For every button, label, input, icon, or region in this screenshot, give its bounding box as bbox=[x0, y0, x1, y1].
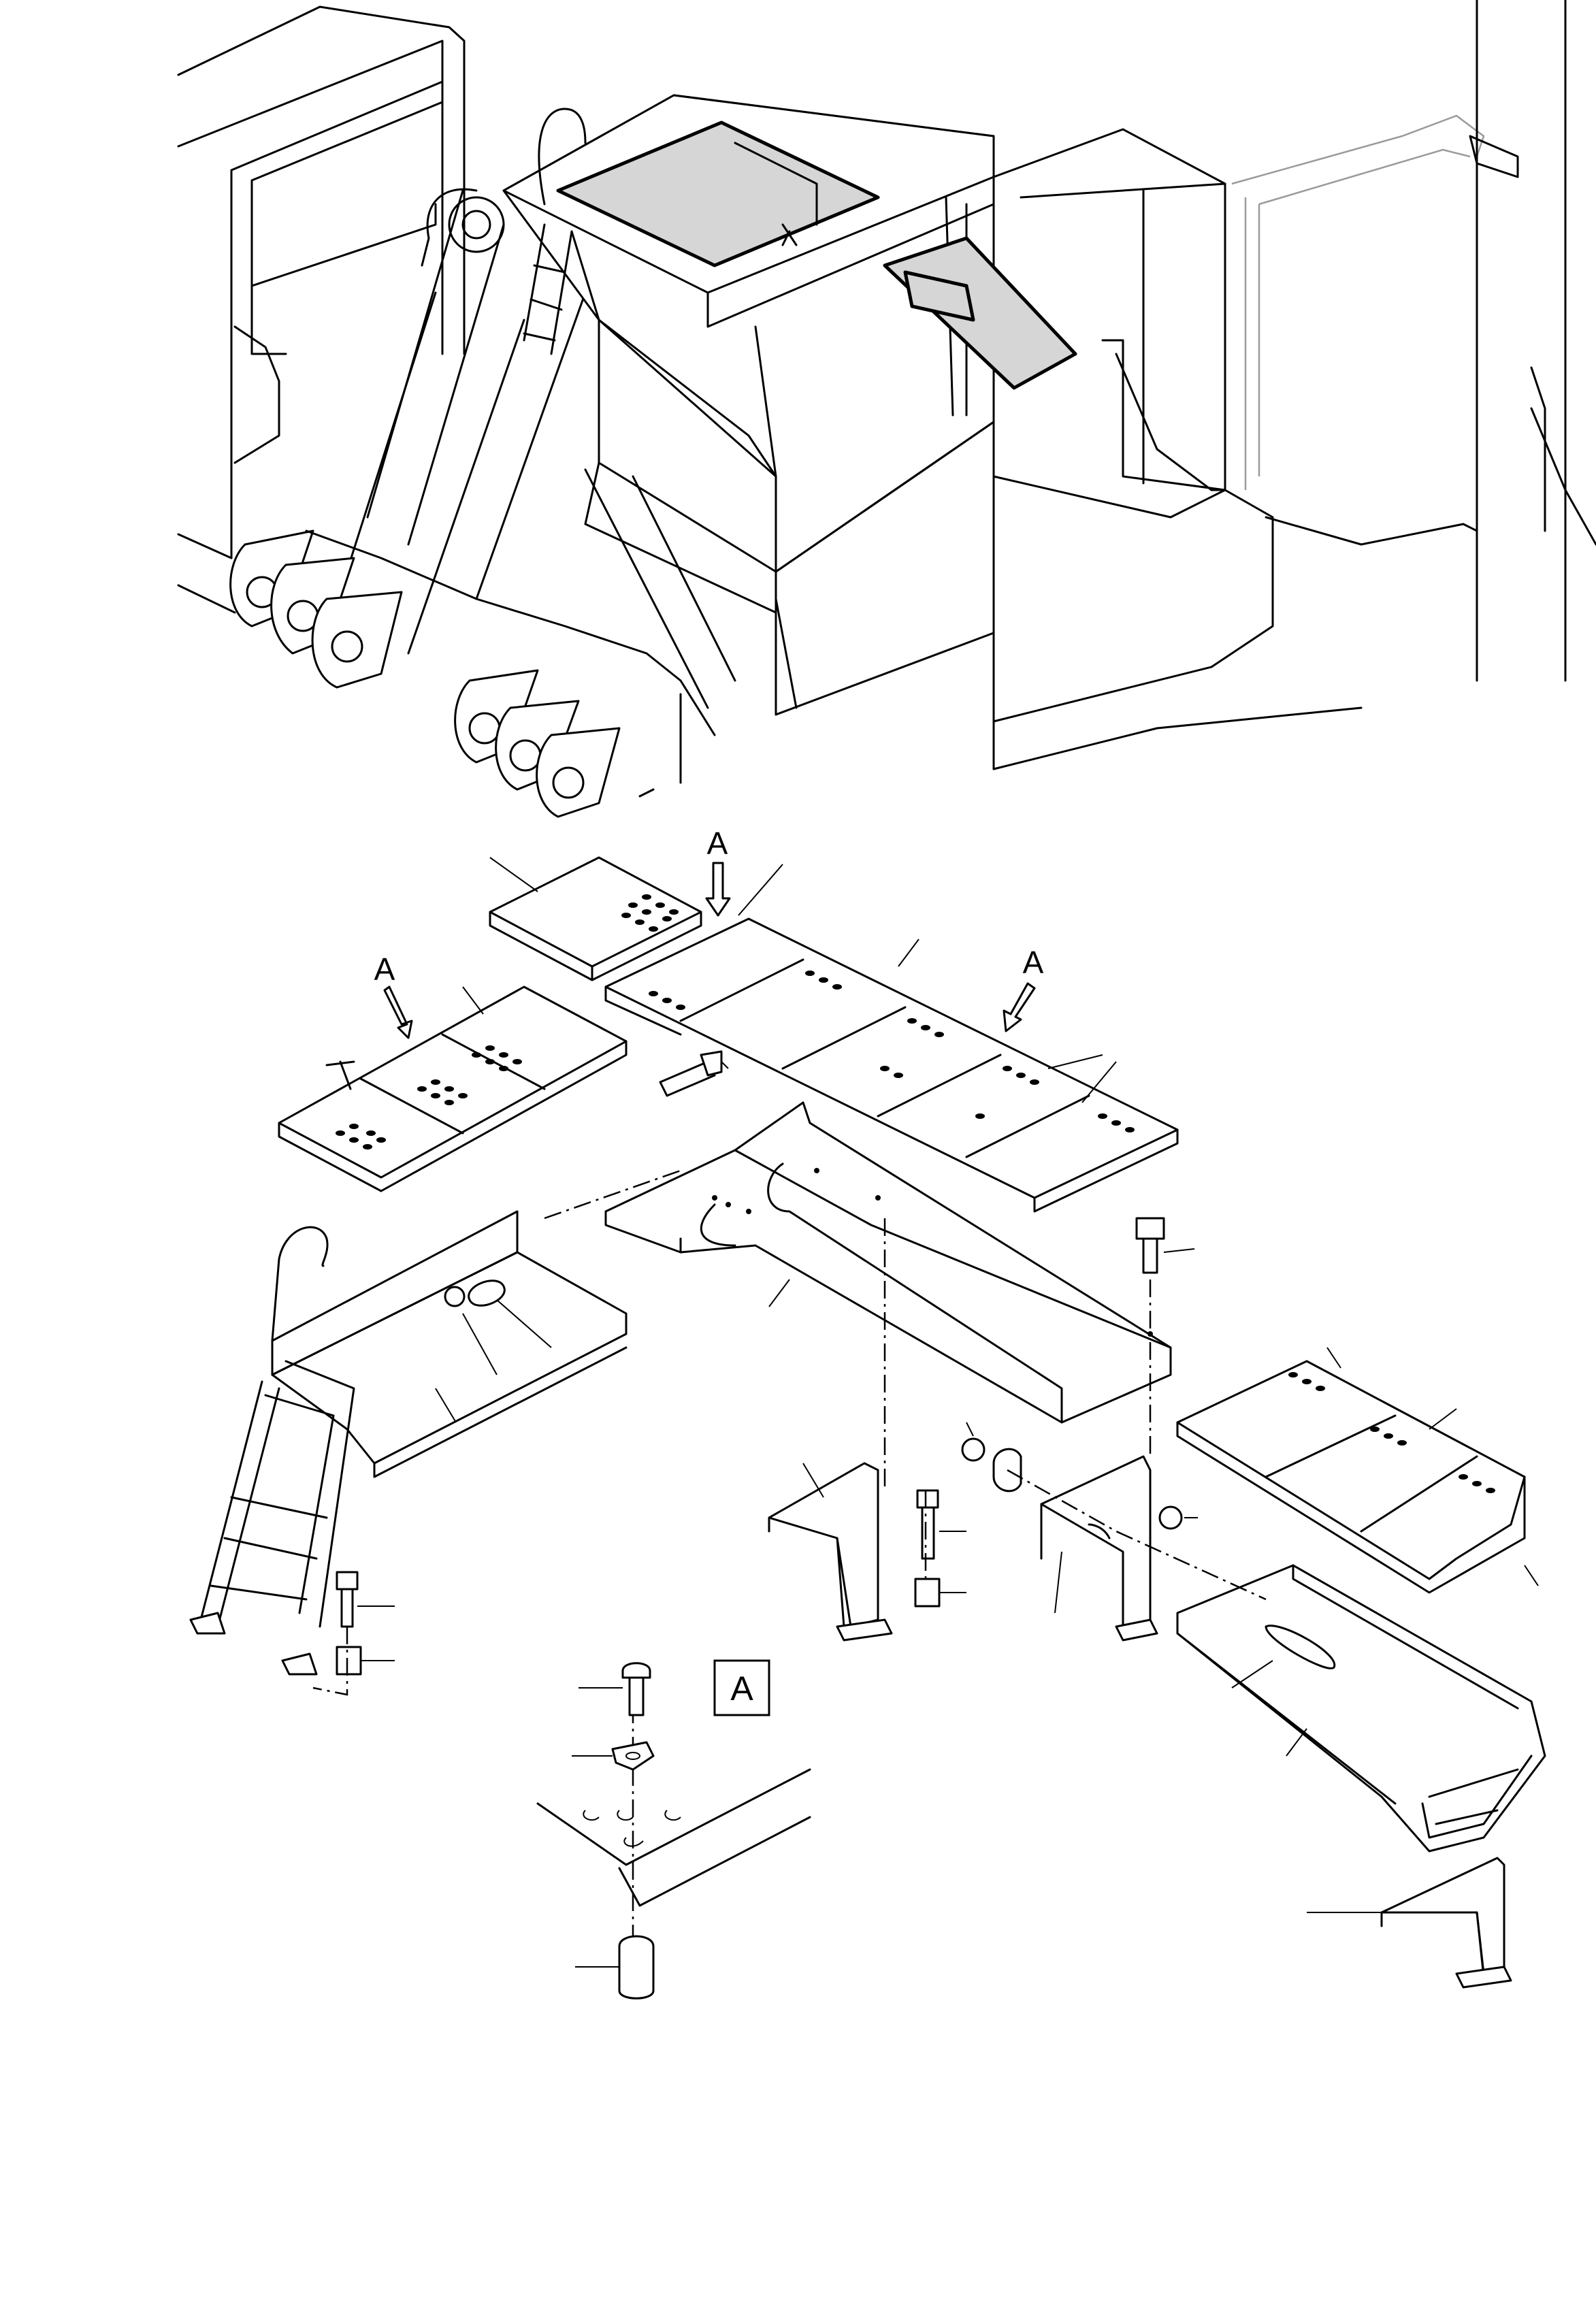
svg-text:A: A bbox=[374, 951, 395, 987]
view-marker-a-right: A bbox=[1003, 945, 1044, 1032]
pedestal-right bbox=[1040, 1455, 1158, 1642]
view-marker-a-left: A bbox=[374, 951, 413, 1039]
clevis-group-left bbox=[229, 529, 403, 689]
detail-a-fastening bbox=[536, 1662, 811, 2000]
grating-panel-center-long bbox=[604, 864, 1179, 1213]
bolt-top-center bbox=[659, 1050, 729, 1097]
perforation-pattern bbox=[621, 894, 679, 932]
step-platform-right bbox=[1176, 1564, 1546, 1853]
pedestal-far-right bbox=[1307, 1857, 1512, 1989]
clevis-group-right bbox=[454, 669, 621, 818]
ladder bbox=[189, 1226, 355, 1676]
svg-text:A: A bbox=[1023, 945, 1044, 980]
highlighted-walkway bbox=[556, 120, 1077, 390]
bolt-and-spacer-ladder bbox=[336, 1571, 395, 1676]
machine-overview bbox=[177, 0, 1596, 818]
bolt-and-spacer-center bbox=[914, 1489, 966, 1608]
view-marker-a-center: A bbox=[705, 826, 731, 917]
grating-panel-left bbox=[278, 985, 628, 1192]
grating-panel-right bbox=[1176, 1347, 1539, 1594]
ladder-platform-left bbox=[271, 1210, 628, 1478]
bolt-right bbox=[1135, 1217, 1195, 1274]
nut-and-spacer-center-right bbox=[961, 1422, 1198, 1530]
pedestal-center bbox=[768, 1462, 893, 1642]
assembly-centerlines bbox=[312, 1169, 1267, 1953]
svg-text:A: A bbox=[707, 826, 728, 861]
support-beam-center bbox=[604, 1101, 1172, 1424]
detail-a-box: A bbox=[713, 1659, 770, 1716]
svg-text:A: A bbox=[730, 1669, 753, 1708]
grating-panel-top-left bbox=[489, 856, 702, 981]
